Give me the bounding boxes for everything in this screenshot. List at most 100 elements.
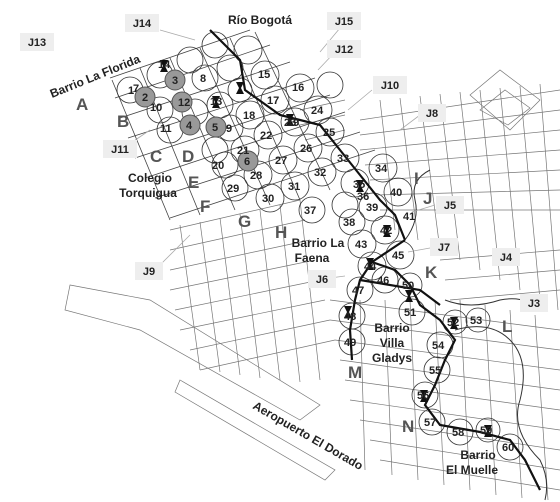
plot-number: 21 [237,145,249,157]
colegio-label: Colegio [128,171,172,185]
section-letter: M [348,363,362,382]
plot-number: 46 [377,275,389,287]
rio-bogota-label: Río Bogotá [228,13,292,27]
barrio-el-muelle-label-2: El Muelle [446,463,498,477]
plot-number: 3 [172,75,178,87]
highlighted-circles [134,69,259,172]
j-label: J4 [500,252,513,264]
plot-number: 48 [344,311,356,323]
plot-number: 51 [404,307,416,319]
plot-number: 43 [355,239,367,251]
plot-number: 18 [243,110,255,122]
plot-number: 5 [212,122,218,134]
label-leaders [127,27,436,281]
section-letters: A B C D E F G H I J K L M N [76,95,512,436]
plot-number: 27 [275,155,287,167]
plot-number: 39 [366,202,378,214]
plot-number: 14 [158,59,171,71]
plot-number: 9 [226,123,232,135]
j-label: J11 [111,144,129,156]
plot-number: 7 [133,83,139,95]
section-letter: C [150,147,162,166]
plot-number: 50 [402,280,414,292]
urban-blocks-east [299,69,560,311]
urban-blocks-west [64,199,336,481]
plot-number: 2 [142,92,148,104]
plot-number: 4 [186,120,193,132]
plot-number: 10 [150,102,162,114]
plot-number: 44 [364,261,377,273]
plot-number: 6 [244,156,250,168]
barrio-villa-gladys-label-3: Gladys [372,351,412,365]
main-roads [209,29,541,491]
plot-number: 56 [417,390,429,402]
plot-number: 60 [502,442,514,454]
aeropuerto-label: Aeropuerto El Dorado [251,398,366,472]
plot-number: 17 [267,95,279,107]
j-label: J14 [133,18,152,30]
plot-number: 16 [292,82,304,94]
section-letter: L [502,317,512,336]
plot-number: 12 [178,97,190,109]
plot-number: 45 [392,250,404,262]
plot-number: 24 [311,105,324,117]
plot-number: 22 [260,130,272,142]
plot-number: 42 [380,225,392,237]
section-letter: F [200,197,210,216]
plot-number: 8 [200,73,206,85]
plot-numbers: 1 2 3 4 5 6 7 8 9 10 11 12 13 14 15 16 1… [128,59,514,454]
section-letter: D [182,147,194,166]
plot-number: 58 [452,427,464,439]
plot-number: 52 [447,317,459,329]
section-letter: E [188,173,199,192]
torquigua-label: Torquigua [119,186,177,200]
plot-number: 30 [262,193,274,205]
plot-number: 59 [480,425,492,437]
section-letter: I [414,169,419,188]
plot-number: 53 [470,315,482,327]
plot-number: 28 [250,170,262,182]
plot-number: 26 [300,143,312,155]
section-letter: K [425,263,438,282]
plot-number: 20 [212,160,224,172]
barrio-villa-gladys-label-1: Barrio [374,321,409,335]
section-letter: B [117,112,129,131]
section-letter: J [423,189,432,208]
plot-number: 57 [424,417,436,429]
barrio-el-muelle-label-1: Barrio [460,448,495,462]
plot-number: 1 [128,85,134,97]
j-label: J12 [335,44,353,56]
j-label: J7 [438,242,450,254]
plot-number: 47 [352,285,364,297]
j-label: J15 [335,16,353,28]
barrio-villa-gladys-label-2: Villa [380,336,405,350]
section-letter: G [238,212,251,231]
plot-number: 11 [160,123,172,135]
j-label: J13 [28,37,46,49]
plot-number: 55 [429,365,441,377]
section-letter: A [76,95,88,114]
plot-number: 13 [210,96,222,108]
j-label: J8 [426,108,438,120]
plot-number: 38 [343,217,355,229]
plot-number: 37 [304,205,316,217]
j-label: J3 [528,298,540,310]
plot-number: 33 [337,153,349,165]
plot-number: 15 [258,69,270,81]
barrio-la-faena-label-2: Faena [295,251,330,265]
plot-number: 32 [314,167,326,179]
plot-number: 35 [353,179,365,191]
plot-number: 31 [288,181,300,193]
j-label: J10 [381,80,399,92]
j-label: J5 [444,200,456,212]
plot-number: 40 [390,187,402,199]
section-letter: N [402,417,414,436]
plot-number: 49 [344,337,356,349]
plot-number: 41 [403,211,415,223]
marker-glyphs [160,60,492,437]
plot-number: 34 [375,163,388,175]
plot-number: 19 [287,117,299,129]
plot-number: 54 [432,340,445,352]
plot-number: 23 [284,117,296,129]
